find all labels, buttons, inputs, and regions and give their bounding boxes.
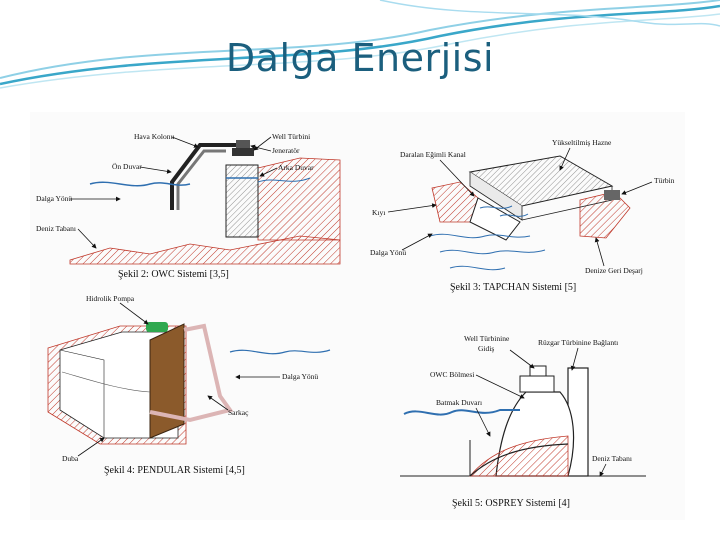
owc-seabed bbox=[69, 235, 341, 265]
tapchan-label-yukseltilmis-hazne: Yükseltilmiş Hazne bbox=[552, 138, 612, 147]
tapchan-waves bbox=[429, 205, 546, 271]
owc-diagram: Hava Kolonu Well Türbini Jeneratör Ön Du… bbox=[36, 132, 341, 280]
tapchan-label-denize-geri-desarj: Denize Geri Deşarj bbox=[585, 266, 643, 275]
pendular-frame bbox=[149, 323, 234, 423]
pendular-label-duba: Duba bbox=[62, 454, 79, 463]
osprey-label-ruzgar-baglanti: Rüzgar Türbinine Bağlantı bbox=[538, 338, 618, 347]
tapchan-turbine bbox=[604, 190, 620, 200]
tapchan-caption: Şekil 3: TAPCHAN Sistemi [5] bbox=[450, 282, 576, 293]
pendular-label-hidrolik-pompa: Hidrolik Pompa bbox=[86, 294, 135, 303]
slide-title: Dalga Enerjisi bbox=[225, 36, 495, 80]
osprey-diagram: Well Türbinine Gidiş Rüzgar Türbinine Ba… bbox=[400, 334, 646, 509]
pendular-caption: Şekil 4: PENDULAR Sistemi [4,5] bbox=[104, 465, 245, 476]
owc-label-on-duvar: Ön Duvar bbox=[112, 162, 142, 171]
owc-air-column bbox=[225, 164, 259, 238]
tapchan-diagram: Yükseltilmiş Hazne Daralan Eğimli Kanal … bbox=[370, 138, 675, 293]
owc-label-hava-kolonu: Hava Kolonu bbox=[134, 132, 174, 141]
pendular-label-dalga-yonu: Dalga Yönü bbox=[282, 372, 318, 381]
owc-duct bbox=[176, 149, 226, 210]
owc-wells-turbine bbox=[232, 148, 254, 156]
owc-label-arka-duvar: Arka Duvar bbox=[278, 163, 314, 172]
owc-generator bbox=[236, 140, 250, 148]
owc-label-wells-turbini: Well Türbini bbox=[272, 132, 310, 141]
tapchan-label-daralan-kanal: Daralan Eğimli Kanal bbox=[400, 150, 466, 159]
tapchan-label-dalga-yonu: Dalga Yönü bbox=[370, 248, 406, 257]
owc-front-wall bbox=[170, 143, 250, 210]
pendular-label-sarkac: Sarkaç bbox=[228, 408, 249, 417]
osprey-label-wells-gidis-1: Well Türbinine bbox=[464, 334, 510, 343]
osprey-label-owc-bolmesi: OWC Bölmesi bbox=[430, 370, 474, 379]
tapchan-channel bbox=[469, 197, 521, 241]
osprey-label-deniz-tabani: Deniz Tabanı bbox=[592, 454, 632, 463]
pendular-plate bbox=[149, 323, 185, 439]
owc-label-dalga-yonu: Dalga Yönü bbox=[36, 194, 72, 203]
tapchan-label-kiyi: Kıyı bbox=[372, 208, 385, 217]
tapchan-left-cliff bbox=[431, 181, 479, 223]
pendular-water-line bbox=[229, 349, 331, 355]
owc-label-deniz-tabani: Deniz Tabanı bbox=[36, 224, 76, 233]
osprey-turbine-housing bbox=[519, 375, 555, 393]
owc-caption: Şekil 2: OWC Sistemi [3,5] bbox=[118, 269, 229, 280]
header-wave-decoration bbox=[0, 0, 720, 89]
owc-label-jenerator: Jeneratör bbox=[272, 146, 300, 155]
osprey-label-batmak-duvari: Batmak Duvarı bbox=[436, 398, 482, 407]
pendular-diagram: Hidrolik Pompa Dalga Yönü Sarkaç Duba Şe… bbox=[47, 294, 331, 476]
pendular-hydraulic-pump bbox=[146, 322, 168, 332]
osprey-caption: Şekil 5: OSPREY Sistemi [4] bbox=[452, 498, 570, 509]
owc-water-line bbox=[89, 181, 191, 187]
tapchan-label-turbin: Türbin bbox=[654, 176, 675, 185]
osprey-label-wells-gidis-2: Gidiş bbox=[478, 344, 494, 353]
osprey-water-line bbox=[403, 409, 520, 416]
